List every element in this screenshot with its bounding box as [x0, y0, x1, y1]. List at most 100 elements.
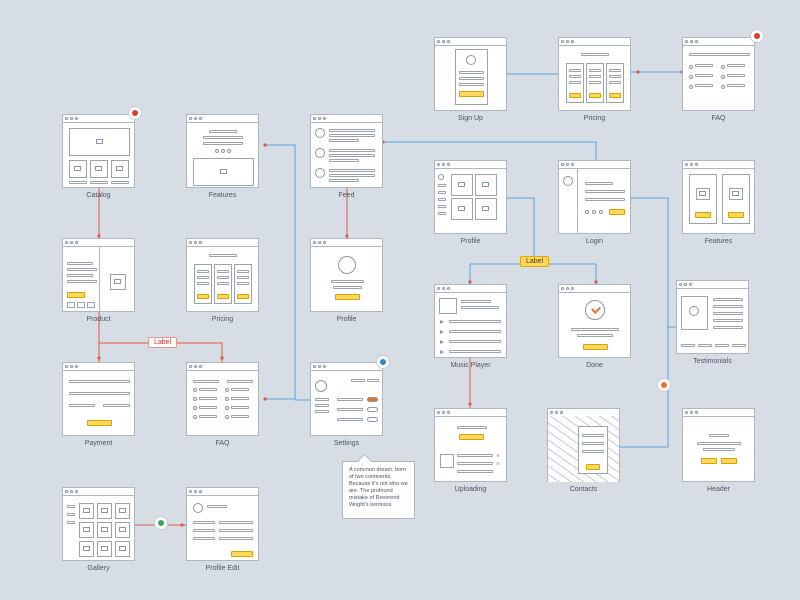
window-titlebar [63, 115, 134, 123]
pager-dot [599, 210, 603, 214]
wire-line [577, 334, 613, 337]
window-dot [561, 40, 564, 43]
wire-line [329, 159, 359, 162]
image-icon [732, 191, 739, 196]
window-dot [199, 365, 202, 368]
screen-body: ×× [435, 416, 506, 481]
window-titlebar [187, 488, 258, 496]
wire-line [585, 182, 613, 185]
wire-line [589, 69, 601, 72]
connector-endpoint [97, 356, 101, 360]
pager-dot [193, 415, 197, 419]
screen-body [683, 416, 754, 481]
window-dot [194, 117, 197, 120]
wire-line [449, 330, 501, 333]
screen-login [558, 160, 631, 234]
avatar [466, 55, 476, 65]
screen-caption: FAQ [215, 440, 230, 447]
window-titlebar [63, 488, 134, 496]
window-dot [571, 40, 574, 43]
wire-button [237, 294, 249, 299]
window-dot [437, 411, 440, 414]
wire-line [193, 380, 219, 383]
wire-line [67, 505, 75, 508]
wire-line [231, 415, 249, 418]
window-dot [194, 241, 197, 244]
window-dot [689, 283, 692, 286]
alert-icon [657, 378, 671, 392]
wire-line [231, 397, 249, 400]
window-dot [442, 163, 445, 166]
thumb [77, 302, 85, 308]
image-placeholder [69, 128, 130, 156]
badge-dot [380, 359, 386, 365]
wire-line [331, 280, 364, 283]
screen-caption: Contacts [569, 486, 598, 493]
window-dot [70, 117, 73, 120]
image-icon [482, 182, 489, 187]
image-placeholder [90, 160, 108, 178]
window-dot [65, 365, 68, 368]
screen-body [683, 168, 754, 233]
album-art [439, 298, 457, 314]
window-titlebar [187, 115, 258, 123]
comment-note: A common dream, born of two continents. … [342, 461, 415, 519]
pager-dot [225, 397, 229, 401]
window-dot [679, 283, 682, 286]
screen-caption: Pricing [211, 316, 234, 323]
window-dot [75, 117, 78, 120]
window-dot [447, 411, 450, 414]
wire-line [337, 418, 363, 421]
window-dot [65, 490, 68, 493]
image-icon [100, 508, 108, 513]
wire-line [69, 380, 130, 383]
wire-line [438, 191, 446, 194]
screen-features2 [682, 160, 755, 234]
wire-line [457, 454, 493, 457]
window-dot [323, 117, 326, 120]
wire-line [199, 406, 217, 409]
wire-line [67, 513, 75, 516]
image-icon [118, 546, 126, 551]
wire-line [197, 276, 209, 279]
screen-body [187, 495, 258, 560]
window-dot [437, 287, 440, 290]
wire-line [329, 149, 375, 152]
wire-line [67, 274, 93, 277]
wire-line [67, 268, 97, 271]
screen-body [187, 122, 258, 187]
wire-line [67, 521, 75, 524]
screen-feed [310, 114, 383, 188]
screen-caption: Settings [333, 440, 360, 447]
window-dot [318, 241, 321, 244]
connector-endpoint [468, 280, 472, 284]
wire-line [217, 270, 229, 273]
wire-line [449, 350, 501, 353]
screen-body [311, 246, 382, 311]
image-icon [82, 527, 90, 532]
screen-body [187, 246, 258, 311]
screen-caption: Sign Up [458, 115, 483, 122]
wire-button [728, 212, 744, 218]
wire-line [329, 129, 375, 132]
wire-line [709, 434, 729, 437]
avatar [315, 148, 325, 158]
window-titlebar [311, 239, 382, 247]
window-dot [684, 283, 687, 286]
wire-line [713, 312, 743, 315]
window-dot [695, 40, 698, 43]
toggle [367, 417, 378, 422]
connector-endpoint [180, 523, 184, 527]
wire-line [199, 388, 217, 391]
window-dot [70, 365, 73, 368]
wire-line [582, 450, 604, 453]
wire-line [193, 521, 215, 524]
wire-line [589, 75, 601, 78]
screen-catalog [62, 114, 135, 188]
screen-body [435, 168, 506, 233]
wire-line [713, 305, 743, 308]
image-placeholder [115, 522, 130, 538]
wire-line [698, 344, 712, 347]
image-icon [482, 206, 489, 211]
image-placeholder [115, 541, 130, 557]
